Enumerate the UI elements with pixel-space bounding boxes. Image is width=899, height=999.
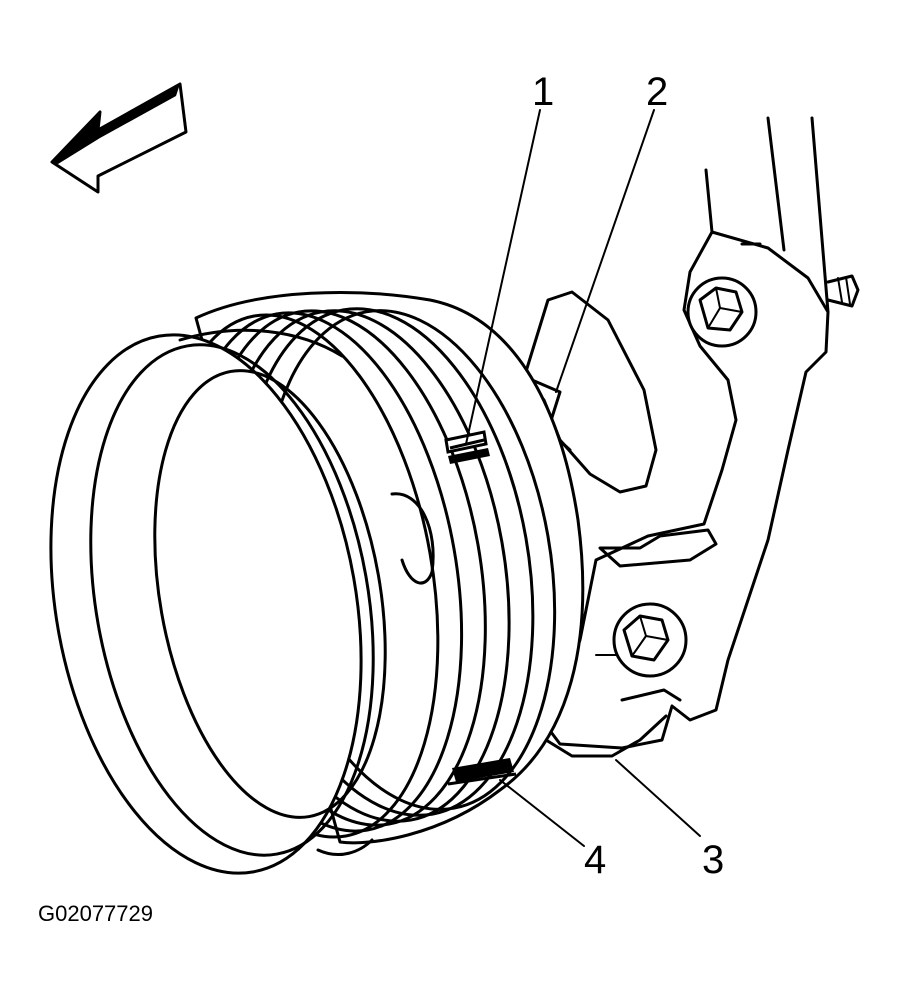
spacer-bottom bbox=[447, 758, 517, 786]
callout-4: 4 bbox=[584, 838, 607, 882]
front-direction-arrow-icon bbox=[50, 82, 188, 194]
callout-2: 2 bbox=[646, 70, 669, 114]
spacer-top bbox=[444, 430, 490, 464]
leader-line-1 bbox=[465, 109, 541, 445]
figure-code: G02077729 bbox=[38, 901, 153, 926]
upper-bolt bbox=[686, 276, 758, 348]
leader-line-3 bbox=[615, 759, 701, 837]
lower-bolt bbox=[612, 602, 688, 678]
leader-line-2 bbox=[555, 109, 655, 393]
pulley-front-rim bbox=[49, 328, 387, 875]
leader-lines bbox=[465, 109, 701, 847]
callout-3: 3 bbox=[702, 838, 725, 882]
leader-line-4 bbox=[499, 779, 585, 847]
callout-1: 1 bbox=[532, 70, 555, 114]
